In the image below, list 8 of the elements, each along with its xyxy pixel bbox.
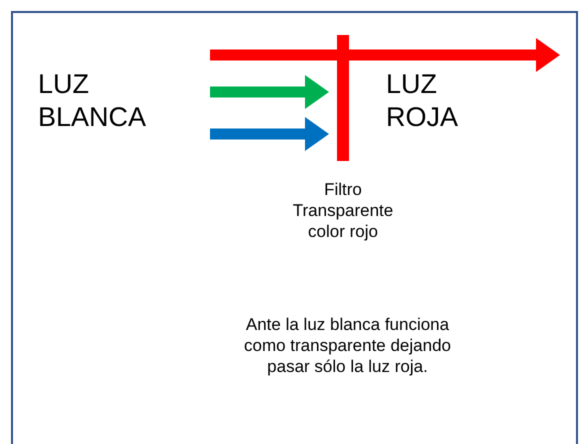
light-label: LUZ BLANCA bbox=[38, 68, 188, 134]
light-label: LUZ ROJA bbox=[386, 68, 506, 134]
light-ray-arrow bbox=[210, 117, 329, 151]
filter-bar bbox=[337, 35, 349, 161]
note-text: Ante la luz blanca funciona como transparente dejando pasar sólo la luz roja. bbox=[243, 314, 452, 377]
filter-caption: Filtro Transparente color rojo bbox=[292, 179, 394, 242]
light-ray-arrow bbox=[210, 75, 329, 109]
light-ray-arrow bbox=[349, 38, 560, 72]
